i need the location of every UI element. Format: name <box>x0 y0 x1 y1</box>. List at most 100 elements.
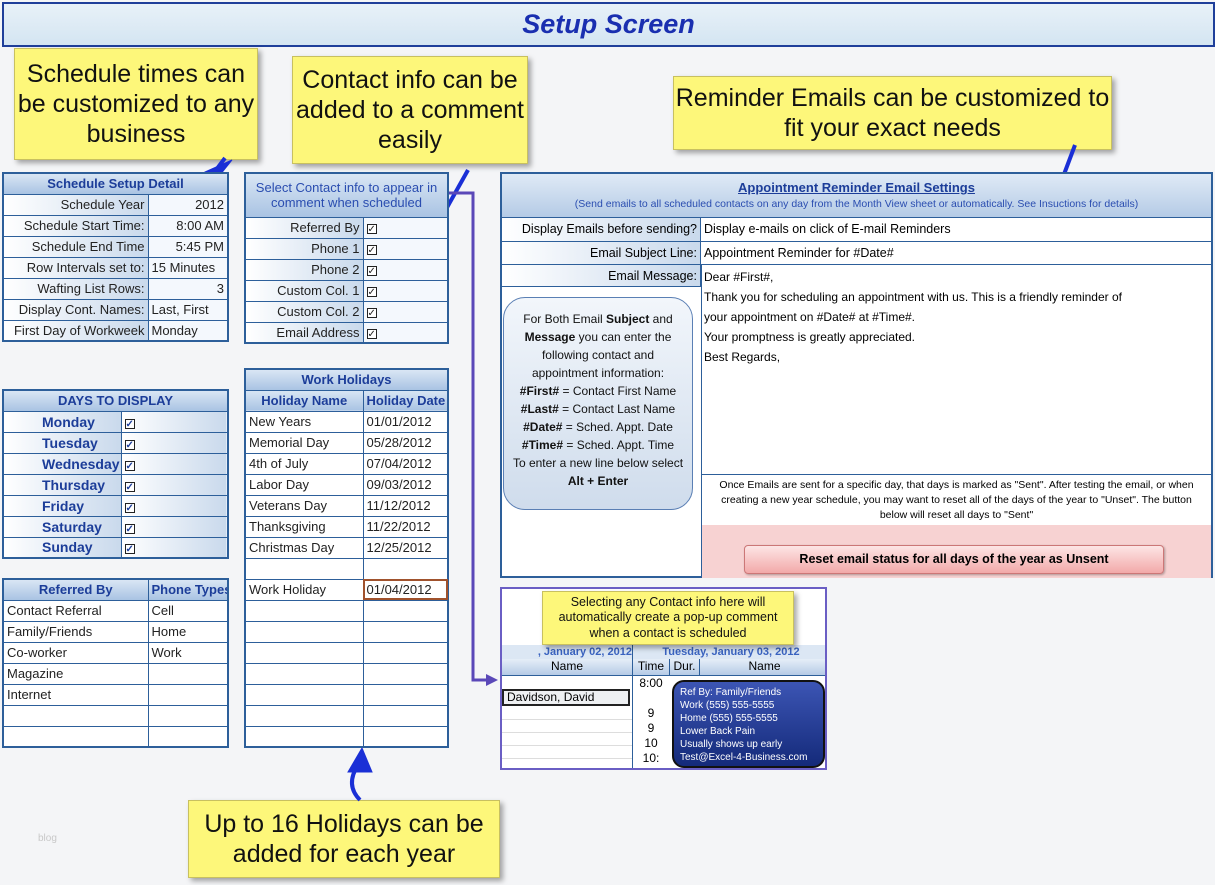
phone-type-cell[interactable]: Cell <box>147 599 229 622</box>
reset-email-status-button[interactable]: Reset email status for all days of the y… <box>744 545 1164 574</box>
holiday-date[interactable] <box>362 641 449 664</box>
holiday-name[interactable]: New Years <box>244 410 364 433</box>
message-line: Your promptness is greatly appreciated. <box>704 330 916 344</box>
message-line: Dear #First#, <box>704 270 774 284</box>
holiday-name[interactable] <box>244 662 364 685</box>
contact-field-check[interactable]: ✓ <box>362 258 449 281</box>
bubble-bold: Alt + Enter <box>567 474 629 488</box>
contact-field-check[interactable]: ✓ <box>362 300 449 323</box>
subject-input[interactable]: Appointment Reminder for #Date# <box>704 246 894 260</box>
callout-schedule: Schedule times can be customized to any … <box>14 48 258 160</box>
phone-type-cell[interactable] <box>147 683 229 706</box>
reset-note: Once Emails are sent for a specific day,… <box>719 479 1194 521</box>
phone-type-cell[interactable]: Work <box>147 641 229 664</box>
setting-label: Row Intervals set to: <box>2 256 149 279</box>
holiday-date[interactable] <box>362 557 449 580</box>
checkbox[interactable]: ✓ <box>366 224 377 235</box>
holiday-date[interactable]: 11/12/2012 <box>362 494 449 517</box>
holiday-date[interactable] <box>362 599 449 622</box>
contact-field-check[interactable]: ✓ <box>362 216 449 239</box>
holiday-date[interactable]: 01/04/2012 <box>362 578 449 601</box>
setting-value[interactable]: Last, First <box>147 298 229 321</box>
phone-type-cell[interactable]: Home <box>147 620 229 643</box>
day-check[interactable]: ✓ <box>120 410 229 433</box>
checkbox[interactable]: ✓ <box>124 544 135 556</box>
holiday-date[interactable] <box>362 662 449 685</box>
day-check[interactable]: ✓ <box>120 536 229 559</box>
phone-type-cell[interactable] <box>147 704 229 727</box>
phone-type-cell[interactable] <box>147 662 229 685</box>
holiday-date[interactable] <box>362 683 449 706</box>
holiday-date[interactable]: 05/28/2012 <box>362 431 449 454</box>
contact-field-check[interactable]: ✓ <box>362 279 449 302</box>
checkbox[interactable]: ✓ <box>366 245 377 256</box>
holiday-date[interactable]: 12/25/2012 <box>362 536 449 559</box>
checkbox[interactable]: ✓ <box>366 287 377 298</box>
holiday-name[interactable] <box>244 641 364 664</box>
holiday-date[interactable] <box>362 704 449 727</box>
setting-label: Schedule End Time <box>2 235 149 258</box>
checkbox[interactable]: ✓ <box>366 328 377 340</box>
setting-value[interactable]: Monday <box>147 319 229 342</box>
referred-by-cell[interactable]: Family/Friends <box>2 620 149 643</box>
checkbox[interactable]: ✓ <box>124 460 135 472</box>
checkbox[interactable]: ✓ <box>124 523 135 535</box>
comment-line: Test@Excel-4-Business.com <box>680 752 808 763</box>
day-check[interactable]: ✓ <box>120 431 229 454</box>
day-check[interactable]: ✓ <box>120 494 229 517</box>
checkbox[interactable]: ✓ <box>124 439 135 451</box>
referred-by-cell[interactable]: Magazine <box>2 662 149 685</box>
holiday-name[interactable]: Thanksgiving <box>244 515 364 538</box>
holiday-name[interactable] <box>244 704 364 727</box>
holiday-date[interactable]: 11/22/2012 <box>362 515 449 538</box>
referred-by-cell[interactable] <box>2 725 149 748</box>
display-emails-select[interactable]: Display e-mails on click of E-mail Remin… <box>704 222 951 236</box>
preview-contact-cell[interactable]: Davidson, David <box>502 689 630 706</box>
setting-value[interactable]: 8:00 AM <box>147 214 229 237</box>
contact-field-label: Phone 2 <box>244 258 364 281</box>
table-row: Monday✓ <box>2 410 229 433</box>
setting-value[interactable]: 5:45 PM <box>147 235 229 258</box>
checkbox[interactable]: ✓ <box>124 502 135 514</box>
holiday-name[interactable] <box>244 557 364 580</box>
holiday-name[interactable] <box>244 620 364 643</box>
table-row: Magazine <box>2 662 229 685</box>
contact-field-check[interactable]: ✓ <box>362 321 449 344</box>
email-settings-subtitle: (Send emails to all scheduled contacts o… <box>574 198 1139 210</box>
checkbox[interactable]: ✓ <box>124 418 135 430</box>
message-input[interactable]: Dear #First#,Thank you for scheduling an… <box>704 267 1207 473</box>
checkbox[interactable]: ✓ <box>366 266 377 277</box>
checkbox[interactable]: ✓ <box>124 481 135 493</box>
placeholder-line: #First# = Contact First Name <box>510 382 686 400</box>
day-check[interactable]: ✓ <box>120 452 229 475</box>
referred-by-cell[interactable]: Internet <box>2 683 149 706</box>
holiday-date[interactable]: 07/04/2012 <box>362 452 449 475</box>
placeholder-line: #Last# = Contact Last Name <box>510 400 686 418</box>
holiday-date[interactable] <box>362 620 449 643</box>
holiday-date[interactable] <box>362 725 449 748</box>
setting-value[interactable]: 2012 <box>147 193 229 216</box>
holiday-name[interactable]: Labor Day <box>244 473 364 496</box>
holiday-name[interactable] <box>244 683 364 706</box>
day-check[interactable]: ✓ <box>120 515 229 538</box>
holiday-date[interactable]: 09/03/2012 <box>362 473 449 496</box>
checkbox[interactable]: ✓ <box>366 308 377 319</box>
phone-type-cell[interactable] <box>147 725 229 748</box>
holiday-name[interactable]: Veterans Day <box>244 494 364 517</box>
reset-note-area: Once Emails are sent for a specific day,… <box>702 474 1211 578</box>
setting-value[interactable]: 3 <box>147 277 229 300</box>
setting-value[interactable]: 15 Minutes <box>147 256 229 279</box>
referred-by-cell[interactable]: Co-worker <box>2 641 149 664</box>
contact-field-check[interactable]: ✓ <box>362 237 449 260</box>
holiday-name[interactable] <box>244 725 364 748</box>
holiday-name[interactable]: Work Holiday <box>244 578 364 601</box>
holiday-name[interactable]: Memorial Day <box>244 431 364 454</box>
holiday-name[interactable] <box>244 599 364 622</box>
holiday-name[interactable]: Christmas Day <box>244 536 364 559</box>
referred-by-cell[interactable] <box>2 704 149 727</box>
holiday-name[interactable]: 4th of July <box>244 452 364 475</box>
holiday-date[interactable]: 01/01/2012 <box>362 410 449 433</box>
referred-by-cell[interactable]: Contact Referral <box>2 599 149 622</box>
day-check[interactable]: ✓ <box>120 473 229 496</box>
